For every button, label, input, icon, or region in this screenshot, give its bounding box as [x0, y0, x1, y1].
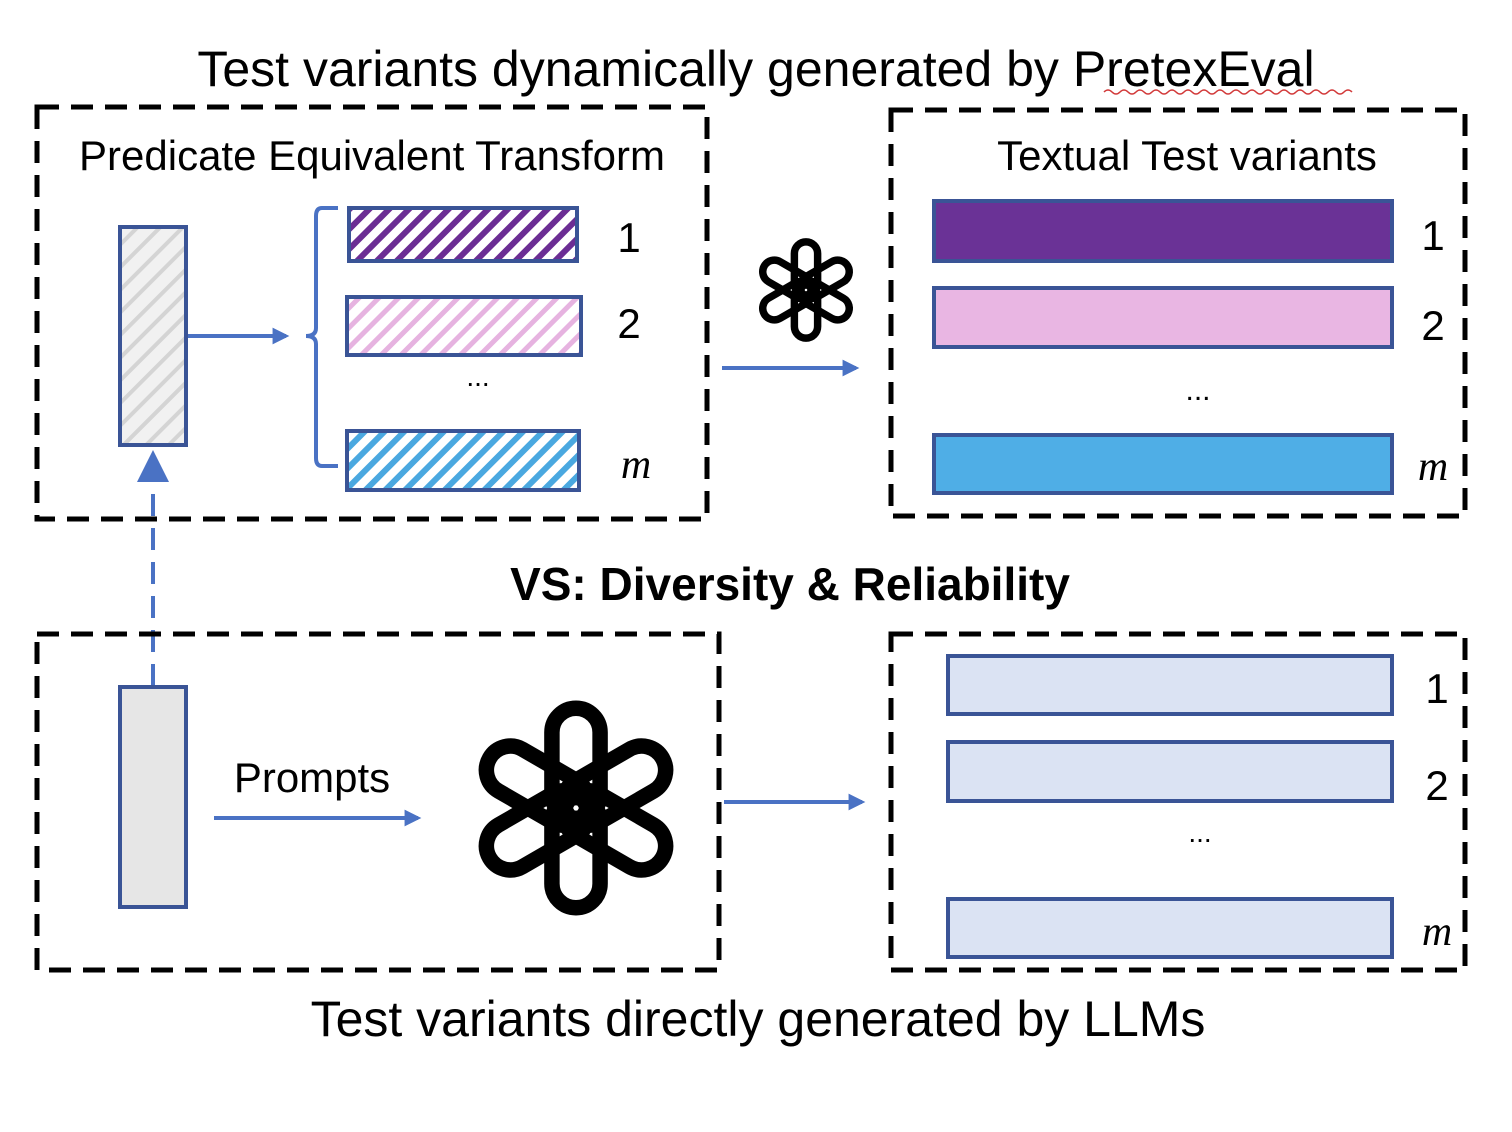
pet-box-border [34, 104, 710, 522]
pet-variant-m [345, 429, 581, 492]
direct-variant-m [946, 897, 1394, 959]
direct-box-border [888, 631, 1468, 973]
pet-label-1: 1 [617, 214, 640, 261]
textual-variant-2 [932, 286, 1394, 349]
direct-box: 1 2 m ... [888, 631, 1468, 973]
pet-label-m: m [621, 442, 651, 488]
source-test-block [118, 225, 188, 447]
textual-box-border [888, 107, 1468, 519]
direct-label-1: 1 [1425, 665, 1448, 712]
openai-logo-icon-small [758, 242, 853, 338]
source-test-block-bottom [118, 685, 188, 909]
pet-box: Predicate Equivalent Transform 1 2 m ... [34, 104, 710, 522]
middle-label: VS: Diversity & Reliability [510, 558, 1070, 610]
source-link-arrowhead [137, 450, 169, 482]
textual-label-1: 1 [1421, 212, 1444, 259]
llm-box: Prompts [34, 631, 722, 973]
textual-box: Textual Test variants 1 2 m ... [888, 107, 1468, 519]
textual-label-2: 2 [1421, 302, 1444, 349]
textual-ellipsis: ... [1185, 374, 1210, 407]
direct-label-m: m [1422, 909, 1452, 955]
prompts-label: Prompts [234, 754, 390, 801]
direct-ellipsis: ... [1188, 817, 1211, 848]
direct-variant-1 [946, 654, 1394, 716]
openai-logo-icon-large [478, 708, 675, 908]
pet-variant-1 [347, 206, 579, 263]
textual-box-title: Textual Test variants [997, 132, 1377, 179]
pet-box-title: Predicate Equivalent Transform [79, 132, 665, 179]
variants-brace [305, 206, 338, 468]
pet-variant-2 [345, 295, 583, 357]
spellcheck-underline [1103, 89, 1353, 95]
textual-variant-1 [932, 199, 1394, 263]
llm-box-border [34, 631, 722, 973]
direct-label-2: 2 [1425, 762, 1448, 809]
textual-label-m: m [1418, 444, 1448, 490]
pretexeval-word: PretexEval [1073, 41, 1315, 97]
bottom-title: Test variants directly generated by LLMs [311, 991, 1206, 1047]
textual-variant-m [932, 433, 1394, 495]
top-title: Test variants dynamically generated by P… [197, 41, 1314, 97]
pet-label-2: 2 [617, 300, 640, 347]
direct-variant-2 [946, 740, 1394, 803]
pet-ellipsis: ... [466, 361, 489, 392]
